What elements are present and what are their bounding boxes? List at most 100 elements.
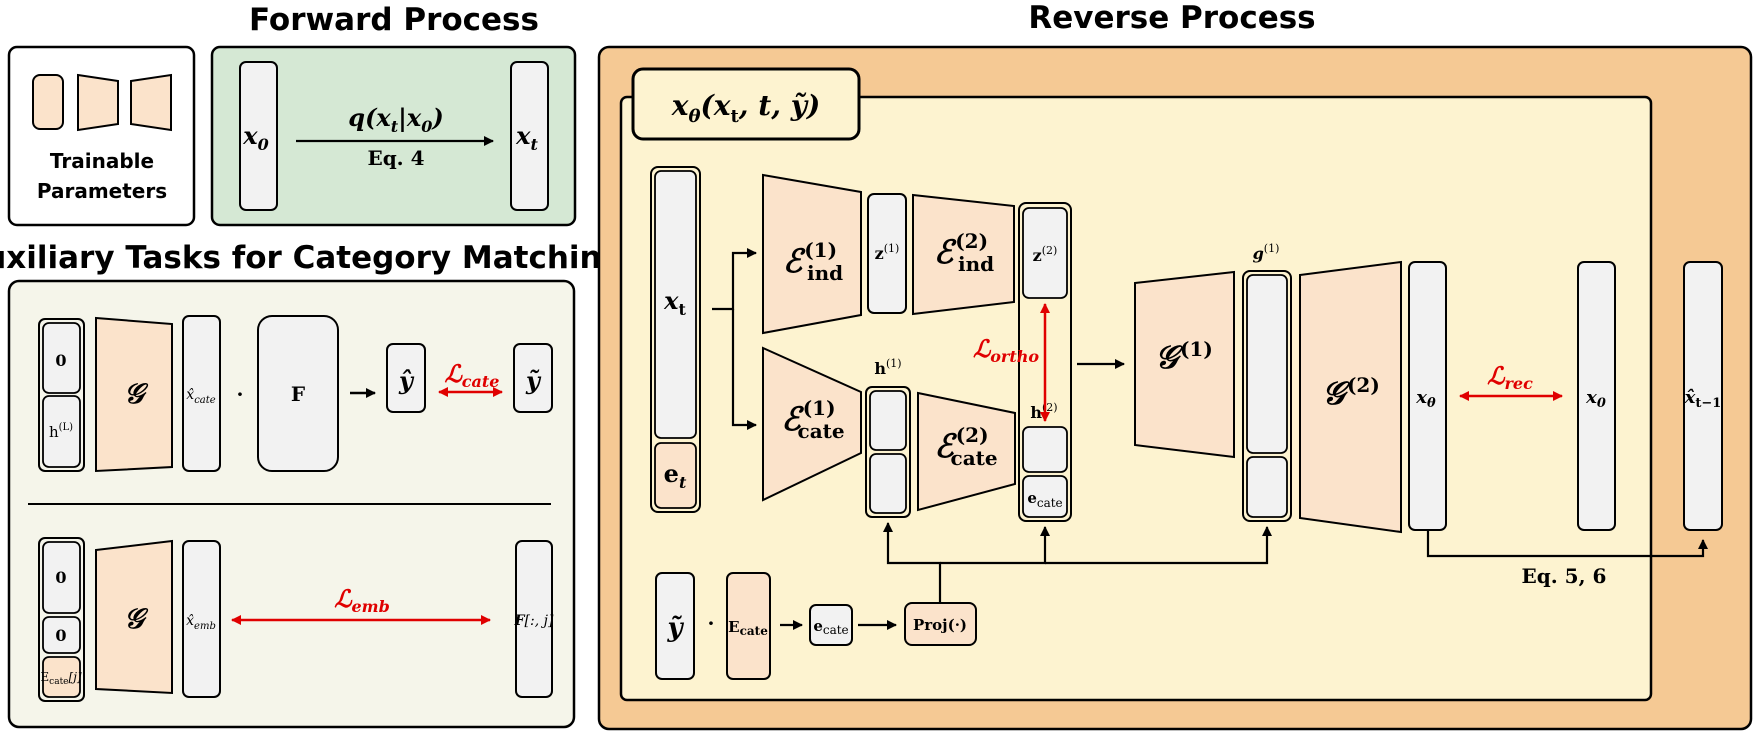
- g1-label: g(1): [1253, 242, 1280, 263]
- aux2-loss-label: ℒemb: [334, 584, 390, 616]
- g1-top-box: [1246, 274, 1288, 454]
- forward-eq-label: Eq. 4: [367, 146, 424, 170]
- h1-bottom-box: [869, 453, 907, 514]
- aux2-ecate-label: Ecate[j]: [40, 670, 82, 687]
- proj-label: Proj(·): [913, 616, 967, 634]
- ecate-matrix-box: [726, 572, 771, 680]
- aux2-decoder-g: [95, 539, 173, 695]
- ortho-loss-label: ℒortho: [973, 334, 1039, 366]
- h1-top-box: [869, 390, 907, 451]
- xprev-box: [1683, 261, 1723, 531]
- rec-loss-label: ℒrec: [1487, 361, 1533, 393]
- z1-label: z(1): [875, 242, 900, 263]
- aux1-yhat-box: [386, 343, 426, 413]
- z2-label: z(2): [1033, 244, 1058, 265]
- aux1-zero-label: 0: [55, 351, 66, 370]
- xt-et-stack: [650, 166, 701, 513]
- encoder-cate-1: [762, 346, 862, 502]
- aux2-zero2-label: 0: [55, 626, 66, 645]
- ecate-box: [1022, 475, 1068, 518]
- aux2-fcol-box: [515, 540, 553, 698]
- proj-to-h1-arrow: [883, 522, 942, 603]
- encoder-ind-2-label: ℰ(2)ind: [934, 229, 994, 276]
- g1-stack: [1242, 270, 1292, 522]
- decoder-g1: [1134, 270, 1235, 459]
- g1-bottom-box: [1246, 456, 1288, 518]
- eq56-label: Eq. 5, 6: [1522, 564, 1607, 588]
- forward-xt-label: xt: [515, 121, 538, 154]
- aux1-zero-box: [42, 322, 81, 394]
- aux2-zero2-box: [42, 616, 81, 654]
- reverse-header-label: xθ(xt, t, ỹ): [671, 89, 820, 127]
- legend-decoder-shape: [130, 73, 172, 132]
- aux1-yhat-label: ŷ: [398, 366, 415, 395]
- h2-box: [1022, 426, 1068, 473]
- aux2-zero1-box: [42, 541, 81, 614]
- encoder-cate-1-label: ℰ(1)cate: [781, 396, 844, 443]
- aux1-decoder-g: [95, 316, 173, 473]
- encoder-cate-2-label: ℰ(2)cate: [934, 423, 997, 470]
- legend-label-line2: Parameters: [37, 179, 167, 203]
- aux2-zero1-label: 0: [55, 568, 66, 587]
- reverse-process-title: Reverse Process: [1028, 0, 1315, 36]
- aux1-f-box: [257, 315, 339, 472]
- ecate-matrix-label: Ecate: [728, 618, 768, 638]
- legend-label-line1: Trainable: [50, 149, 154, 173]
- forward-process-panel: x0 xt q(xt|x0) Eq. 4: [210, 45, 577, 227]
- ecate-label: ecate: [1027, 489, 1062, 510]
- aux1-input-stack: [38, 318, 85, 472]
- et-box: [654, 442, 697, 509]
- aux1-xhat-box: [182, 315, 221, 472]
- decoder-g2: [1299, 260, 1402, 534]
- aux2-xhat-box: [182, 540, 221, 698]
- reverse-process-panel: xθ(xt, t, ỹ) xt et ℰ(1)ind z(1) ℰ(2)ind …: [597, 45, 1753, 731]
- aux1-f-label: F: [291, 382, 305, 406]
- xprev-label: x̂t−1: [1684, 387, 1722, 411]
- aux1-dot: ·: [237, 382, 244, 406]
- z2-h2-stack: [1018, 202, 1072, 522]
- forward-process-title: Forward Process: [249, 2, 539, 38]
- ecate-small-box: [809, 604, 853, 646]
- ecate-small-label: ecate: [813, 617, 848, 637]
- xt-label: xt: [663, 286, 686, 319]
- auxiliary-tasks-title: Auxiliary Tasks for Category Matching: [0, 240, 624, 276]
- encoder-cate-2: [917, 391, 1016, 512]
- aux1-ytilde-box: [513, 343, 553, 413]
- encoder-ind-1-label: ℰ(1)ind: [783, 238, 843, 285]
- xt-to-cate-arrow: [731, 309, 757, 430]
- xt-box: [654, 170, 697, 439]
- aux2-xhat-label: x̂emb: [186, 613, 216, 632]
- eq56-arrow: [1426, 530, 1708, 558]
- z1-box: [867, 193, 907, 314]
- forward-x0-label: x0: [242, 121, 268, 154]
- aux1-h-box: [42, 395, 81, 468]
- legend-block-shape: [32, 74, 64, 130]
- encoder-ind-2: [912, 193, 1015, 316]
- bottom-dot: ·: [708, 611, 715, 635]
- legend-panel: Trainable Parameters: [7, 45, 196, 227]
- reverse-header-box: [631, 67, 861, 141]
- x0-label: x0: [1585, 387, 1606, 411]
- forward-q-label: q(xt|x0): [348, 103, 443, 136]
- h1-label: h(1): [874, 357, 901, 378]
- xt-to-ind-arrow: [712, 248, 757, 311]
- et-label: et: [664, 459, 687, 492]
- xtheta-label: xθ: [1415, 387, 1436, 411]
- aux1-h-label: h(L): [49, 422, 73, 441]
- forward-xt-box: [510, 61, 549, 211]
- aux1-xhat-label: x̂cate: [186, 387, 215, 406]
- aux2-fcol-label: F[:, j]: [514, 613, 554, 629]
- aux2-ecate-box: [42, 656, 81, 698]
- encoder-ind-1: [762, 173, 862, 335]
- aux1-ytilde-label: ỹ: [525, 366, 542, 395]
- h1-stack: [865, 386, 911, 518]
- bottom-ytilde-box: [655, 572, 695, 680]
- proj-to-g1-arrow: [1045, 526, 1272, 565]
- aux2-input-stack: [38, 537, 85, 702]
- forward-x0-box: [239, 61, 278, 211]
- legend-encoder-shape: [77, 73, 119, 132]
- bottom-ytilde-label: ỹ: [666, 613, 684, 643]
- auxiliary-panel: 0 h(L) 𝒢 x̂cate · F ŷ ℒcate ỹ 0 0 Ecate[…: [7, 279, 576, 729]
- x0-box: [1577, 261, 1616, 531]
